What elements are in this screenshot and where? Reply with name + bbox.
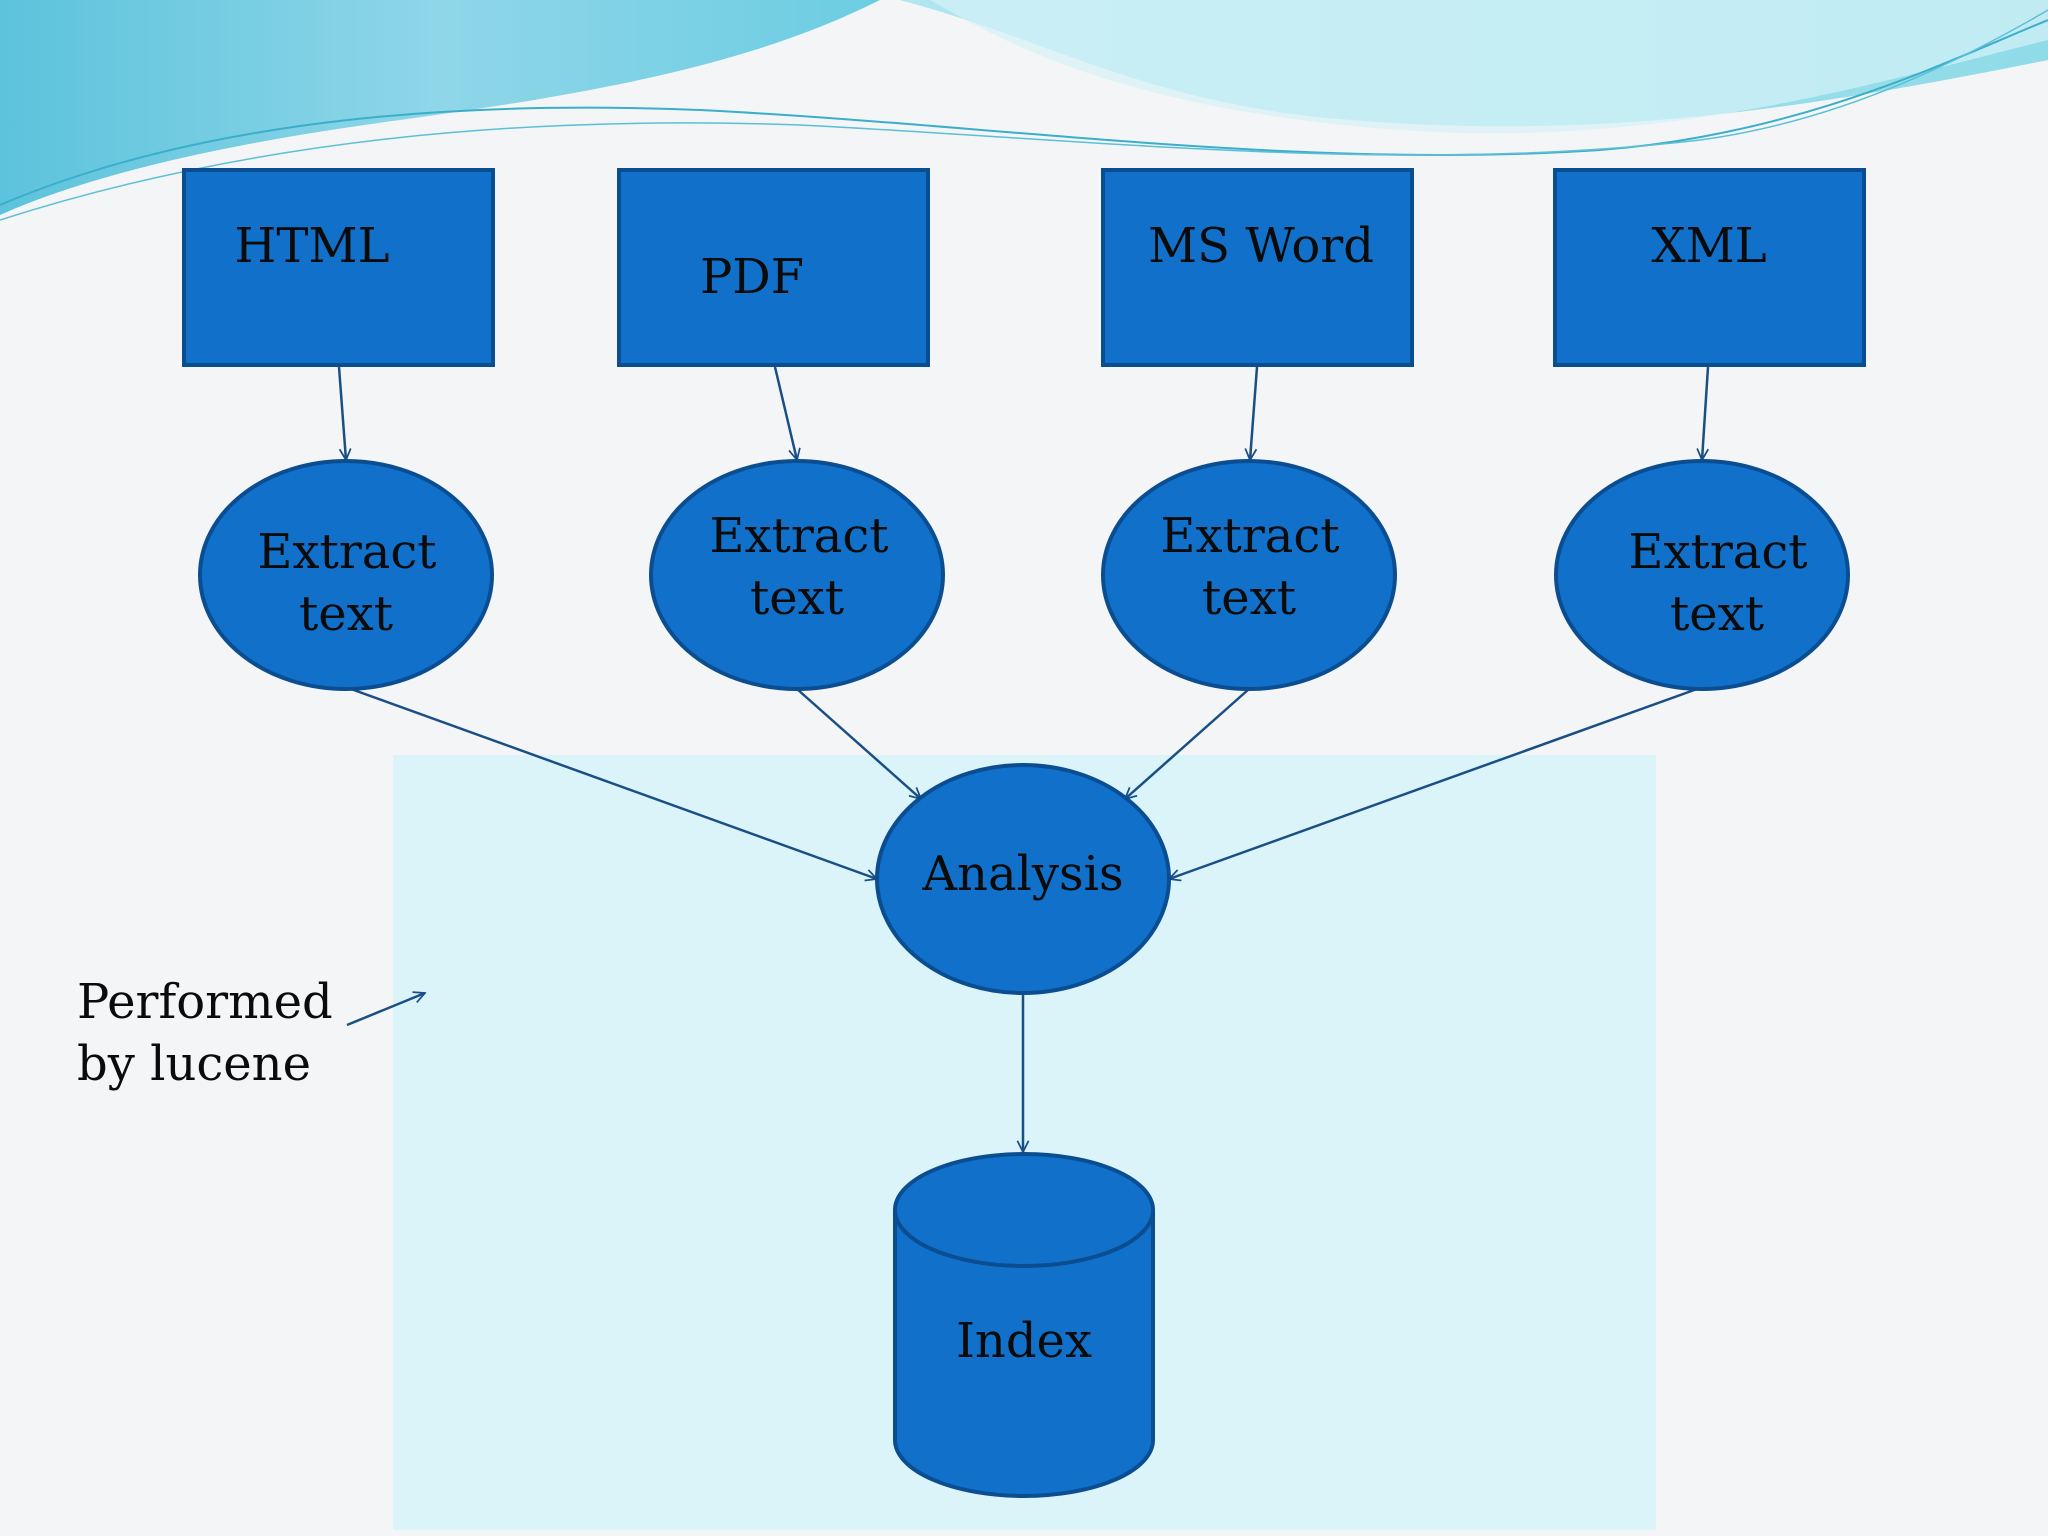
header-wave-decoration [0, 0, 2048, 221]
index-label: Index [956, 1313, 1092, 1369]
note-line2: by lucene [77, 1036, 311, 1092]
analysis-node [875, 763, 1171, 995]
edge-extract1-to-analysis [350, 687, 877, 879]
source-label-html: HTML [235, 218, 390, 274]
extract-node-4 [1554, 459, 1850, 691]
edge-xml-to-extract [1702, 366, 1710, 460]
edge-extract3-to-analysis [1125, 688, 1250, 799]
edge-extract4-to-analysis [1169, 687, 1698, 879]
source-box-pdf [617, 168, 930, 367]
source-box-html [182, 168, 495, 367]
edges [337, 366, 1710, 1152]
extract-node-1 [198, 459, 494, 691]
index-node-group: Index [893, 1152, 1155, 1498]
extract-nodes: Extract text Extract text Extract text E… [198, 459, 1850, 691]
source-label-pdf: PDF [700, 249, 804, 305]
extract-node-2 [649, 459, 945, 691]
extract-label-1-line2: text [299, 586, 393, 642]
edge-html-to-extract [337, 366, 346, 460]
source-box-ms-word [1101, 168, 1414, 367]
lucene-note: Performed by lucene [77, 974, 425, 1092]
edge-msword-to-extract [1250, 366, 1259, 460]
index-cylinder-body [893, 1210, 1155, 1498]
extract-node-3 [1101, 459, 1397, 691]
index-cylinder-top [893, 1152, 1155, 1268]
extract-label-1-line1: Extract [257, 524, 436, 580]
extract-label-2-line2: text [750, 570, 844, 626]
edge-pdf-to-extract [773, 366, 797, 460]
analysis-node-group: Analysis [875, 763, 1171, 995]
source-label-ms-word: MS Word [1148, 218, 1374, 274]
analysis-label: Analysis [921, 846, 1123, 902]
extract-label-3-line1: Extract [1160, 508, 1339, 564]
extract-label-3-line2: text [1202, 570, 1296, 626]
note-line1: Performed [77, 974, 333, 1030]
source-nodes: HTML PDF MS Word XML [182, 168, 1866, 367]
source-label-xml: XML [1651, 218, 1766, 274]
edge-extract2-to-analysis [796, 688, 921, 799]
note-arrow [346, 993, 425, 1027]
extract-label-4-line2: text [1670, 586, 1764, 642]
extract-label-2-line1: Extract [709, 508, 888, 564]
extract-label-4-line1: Extract [1628, 524, 1807, 580]
source-box-xml [1553, 168, 1866, 367]
